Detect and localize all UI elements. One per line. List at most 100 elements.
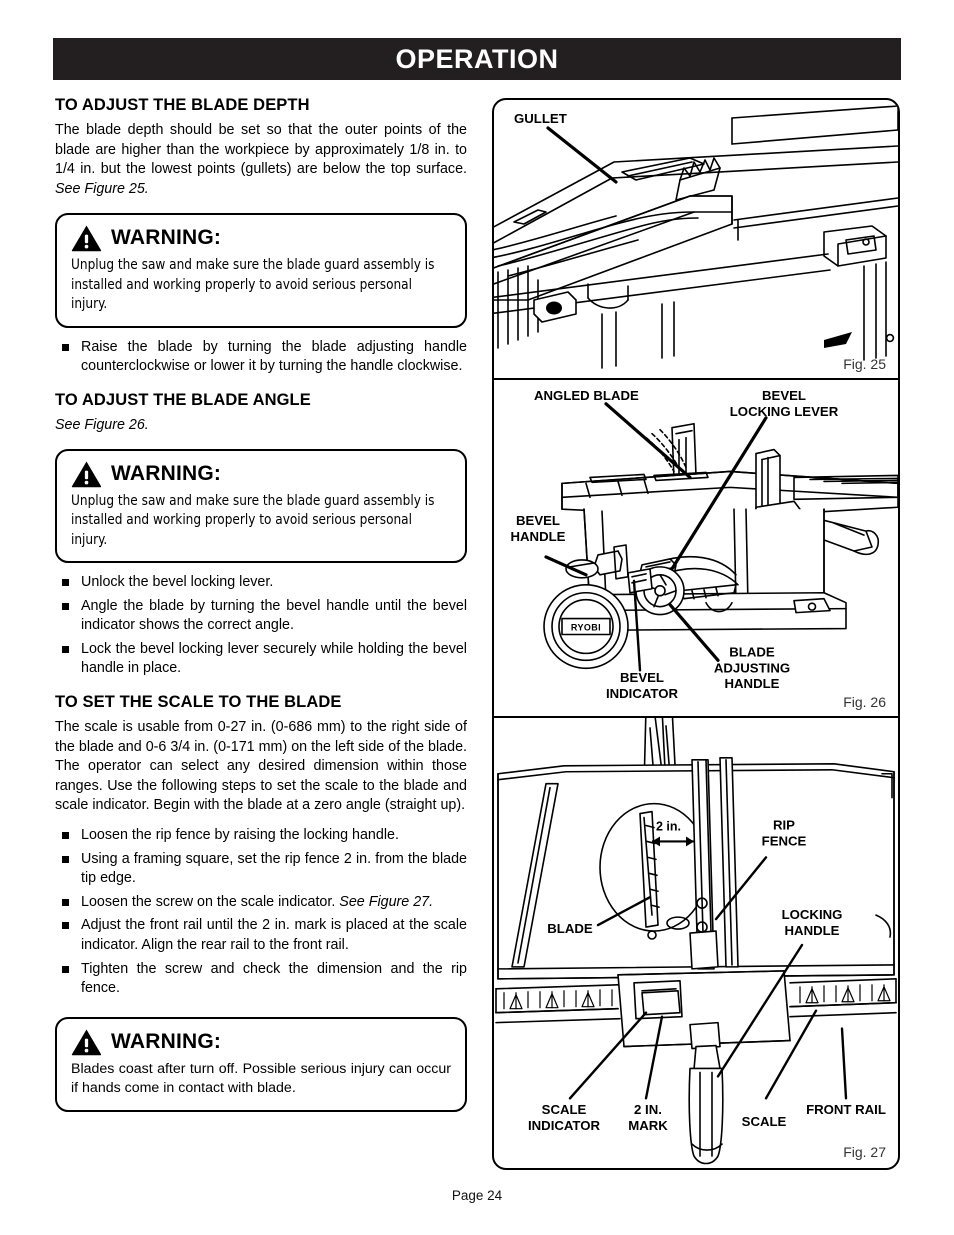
see-figure-26: See Figure 26. — [55, 416, 149, 433]
callout-blade-adjusting-handle-line1: BLADE — [729, 644, 775, 659]
warning-triangle-icon — [71, 461, 102, 488]
list-item-text: Adjust the front rail until the 2 in. ma… — [81, 917, 467, 953]
list-item-text: Tighten the screw and check the dimensio… — [81, 960, 467, 997]
bevel-locking-lever-leader-line — [670, 416, 768, 571]
bullet-square-icon — [62, 645, 69, 653]
figure-27-illustration: 2 in. RIP FENCE LOCKING HANDLE BLADE SCA… — [495, 718, 897, 1165]
callout-rip-fence-line2: FENCE — [762, 833, 807, 848]
two-in-mark-leader-line — [644, 1015, 664, 1100]
gullet-leader-line — [546, 126, 618, 184]
list-item: Lock the bevel locking lever securely wh… — [55, 640, 467, 679]
list-item: Unlock the bevel locking lever. — [55, 573, 467, 593]
bullet-square-icon — [62, 579, 69, 586]
bullet-square-icon — [62, 922, 69, 930]
list-item: Tighten the screw and check the dimensio… — [55, 960, 467, 999]
list-item-figref: See Figure 27. — [339, 893, 434, 910]
page-footer: Page 24 — [451, 1188, 503, 1203]
paragraph-blade-depth: The blade depth should be set so that th… — [55, 121, 467, 199]
figure-26-panel: RYOBI ANGLED BLADE BEVEL LOCKING LEVER B… — [494, 378, 898, 716]
figure-27-caption: Fig. 27 — [843, 1144, 886, 1160]
heading-blade-angle: TO ADJUST THE BLADE ANGLE — [55, 390, 311, 409]
callout-angled-blade: ANGLED BLADE — [534, 388, 639, 403]
callout-scale: SCALE — [742, 1114, 787, 1129]
locking-handle-leader-line — [716, 943, 804, 1078]
callout-locking-handle-line1: LOCKING — [782, 907, 843, 922]
warning-2-header: WARNING: — [71, 460, 451, 488]
scale-leader-line — [764, 1009, 818, 1100]
warning-3-header: WARNING: — [71, 1028, 451, 1056]
callout-bevel-handle-line2: HANDLE — [511, 529, 566, 544]
callout-rip-fence-line1: RIP — [773, 818, 795, 833]
list-item-text: Lock the bevel locking lever securely wh… — [81, 640, 467, 677]
list-item: Loosen the screw on the scale indicator.… — [55, 893, 467, 913]
front-rail-leader-line — [840, 1027, 848, 1100]
warning-box-1: WARNING: Unplug the saw and make sure th… — [55, 213, 467, 328]
figure-column: GULLET Fig. 25 — [492, 98, 900, 1170]
page-title: OPERATION — [395, 43, 559, 74]
list-item: Adjust the front rail until the 2 in. ma… — [55, 916, 467, 955]
ryobi-logo-text: RYOBI — [571, 623, 601, 633]
callout-2in-mark-line1: 2 IN. — [634, 1102, 662, 1117]
blade-adjusting-handle-leader-line — [668, 603, 720, 662]
scale-indicator-leader-line — [568, 1011, 648, 1100]
bullet-square-icon — [62, 831, 69, 839]
callout-blade: BLADE — [547, 921, 593, 936]
callout-scale-indicator-line1: SCALE — [542, 1102, 587, 1117]
list-item-text: Loosen the rip fence by raising the lock… — [81, 826, 399, 843]
figure-25-illustration: GULLET — [494, 105, 898, 369]
dimension-2in — [652, 836, 694, 847]
list-item: Loosen the rip fence by raising the lock… — [55, 826, 467, 846]
callout-locking-handle-line2: HANDLE — [785, 923, 840, 938]
heading-blade-depth: TO ADJUST THE BLADE DEPTH — [55, 96, 310, 114]
callout-bevel-locking-lever-line2: LOCKING LEVER — [730, 404, 839, 419]
list-item: Angle the blade by turning the bevel han… — [55, 597, 467, 636]
callout-bevel-locking-lever-line1: BEVEL — [762, 388, 806, 403]
callout-front-rail: FRONT RAIL — [806, 1102, 886, 1117]
warning-3-label: WARNING: — [111, 1029, 222, 1053]
bullet-square-icon — [62, 343, 69, 351]
callout-scale-indicator-line2: INDICATOR — [528, 1118, 601, 1133]
warning-box-2: WARNING: Unplug the saw and make sure th… — [55, 448, 467, 563]
paragraph-scale-to-blade: The scale is usable from 0-27 in. (0-686… — [55, 718, 467, 814]
callout-2in-mark-line2: MARK — [628, 1118, 668, 1133]
list-item-text: Loosen the screw on the scale indicator. — [81, 893, 340, 910]
figure-25-panel: GULLET Fig. 25 — [494, 100, 898, 378]
figure-26-caption: Fig. 26 — [843, 694, 886, 710]
list-item-text: Unlock the bevel locking lever. — [81, 574, 274, 590]
warning-1-label: WARNING: — [111, 226, 222, 250]
bevel-indicator-leader-line — [632, 579, 642, 672]
rip-fence-leader-line — [714, 856, 768, 921]
left-text-column: TO ADJUST THE BLADE DEPTH The blade dept… — [55, 96, 467, 1112]
bevel-handle-leader-line — [544, 555, 588, 577]
warning-1-header: WARNING: — [71, 224, 451, 252]
figure-26-illustration: RYOBI ANGLED BLADE BEVEL LOCKING LEVER B… — [511, 388, 898, 701]
page-header-banner: OPERATION — [53, 38, 901, 80]
warning-box-3: WARNING: Blades coast after turn off. Po… — [55, 1016, 467, 1112]
bullet-list-blade-depth: Raise the blade by turning the blade adj… — [55, 338, 467, 377]
list-item: Raise the blade by turning the blade adj… — [55, 338, 467, 377]
angled-blade-leader-line — [604, 402, 692, 480]
paragraph-blade-depth-figref: See Figure 25. — [55, 180, 149, 197]
bullet-square-icon — [62, 965, 69, 973]
figure-25-caption: Fig. 25 — [843, 356, 886, 372]
list-item-text: Using a framing square, set the rip fenc… — [81, 850, 467, 887]
callout-bevel-indicator-line1: BEVEL — [620, 670, 664, 685]
warning-triangle-icon — [71, 1029, 102, 1055]
list-item: Using a framing square, set the rip fenc… — [55, 850, 467, 889]
warning-1-text: Unplug the saw and make sure the blade g… — [71, 257, 435, 313]
dimension-2in-label: 2 in. — [656, 820, 681, 834]
callout-bevel-indicator-line2: INDICATOR — [606, 686, 679, 701]
callout-gullet: GULLET — [514, 111, 567, 126]
warning-2-label: WARNING: — [111, 461, 222, 485]
bullet-square-icon — [62, 898, 69, 906]
list-item-text: Raise the blade by turning the blade adj… — [81, 338, 467, 375]
callout-bevel-handle-line1: BEVEL — [516, 513, 560, 528]
blade-leader-line — [596, 896, 652, 927]
warning-3-text: Blades coast after turn off. Possible se… — [71, 1060, 451, 1097]
callout-blade-adjusting-handle-line2: ADJUSTING — [714, 660, 790, 675]
warning-2-text: Unplug the saw and make sure the blade g… — [71, 492, 435, 548]
paragraph-blade-depth-text: The blade depth should be set so that th… — [55, 122, 467, 178]
bullet-square-icon — [62, 602, 69, 610]
callout-blade-adjusting-handle-line3: HANDLE — [725, 676, 780, 691]
